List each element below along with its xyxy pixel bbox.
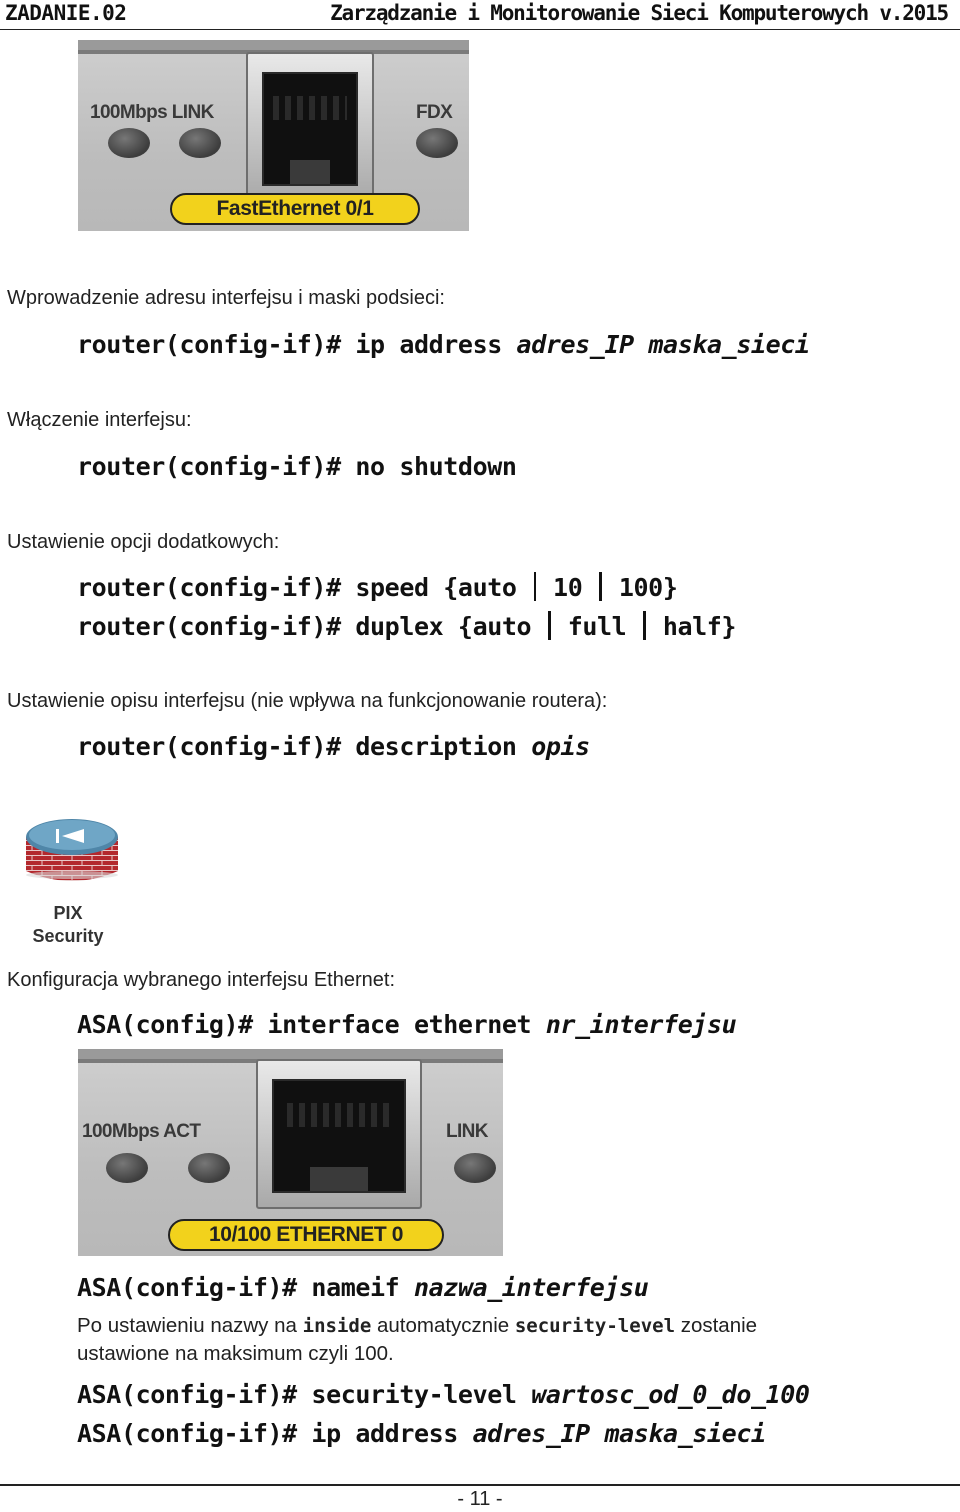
led-label-right: FDX (416, 102, 453, 123)
command-no-shutdown: router(config-if)# no shutdown (77, 452, 517, 481)
led-indicator-icon (106, 1153, 148, 1183)
section-ip-address-text: Wprowadzenie adresu interfejsu i maski p… (7, 287, 445, 309)
section-asa-text: Konfiguracja wybranego interfejsu Ethern… (7, 969, 396, 991)
led-indicator-icon (188, 1153, 230, 1183)
section-options-text: Ustawienie opcji dodatkowych: (7, 531, 280, 553)
rj45-port-icon (256, 1059, 422, 1209)
header-course-title: Zarządzanie i Monitorowanie Sieci Komput… (330, 1, 949, 25)
page-number: - 11 - (457, 1488, 503, 1510)
command-asa-ip-address: ASA(config-if)# ip address adres_IP mask… (77, 1419, 766, 1448)
asa-port-photo: 100Mbps ACT LINK 10/100 ETHERNET 0 (78, 1049, 503, 1256)
section-description-text: Ustawienie opisu interfejsu (nie wpływa … (7, 690, 608, 712)
footer-divider (0, 1484, 960, 1486)
command-ip-address: router(config-if)# ip address adres_IP m… (77, 330, 810, 359)
section-enable-text: Włączenie interfejsu: (7, 409, 192, 431)
led-indicator-icon (454, 1153, 496, 1183)
command-security-level: ASA(config-if)# security-level wartosc_o… (77, 1380, 810, 1409)
firewall-label: PIX Security (32, 903, 104, 946)
page-header: ZADANIE.02 Zarządzanie i Monitorowanie S… (0, 0, 960, 30)
rj45-port-icon (246, 52, 374, 202)
nameif-note: Po ustawieniu nazwy na inside automatycz… (77, 1314, 758, 1365)
router-port-photo: 100Mbps LINK FDX FastEthernet 0/1 (78, 40, 469, 231)
port-name-label: 10/100 ETHERNET 0 (168, 1219, 444, 1251)
led-indicator-icon (108, 128, 150, 158)
led-indicator-icon (416, 128, 458, 158)
led-indicator-icon (179, 128, 221, 158)
firewall-icon (26, 819, 118, 881)
led-label-right: LINK (446, 1121, 489, 1142)
port-name-label: FastEthernet 0/1 (170, 193, 420, 225)
header-task-label: ZADANIE.02 (5, 1, 127, 25)
command-description: router(config-if)# description opis (77, 732, 590, 761)
command-nameif: ASA(config-if)# nameif nazwa_interfejsu (77, 1273, 649, 1302)
led-label-left: 100Mbps LINK (90, 102, 214, 123)
command-interface-ethernet: ASA(config)# interface ethernet nr_inter… (77, 1010, 737, 1039)
led-label-left: 100Mbps ACT (82, 1121, 201, 1142)
